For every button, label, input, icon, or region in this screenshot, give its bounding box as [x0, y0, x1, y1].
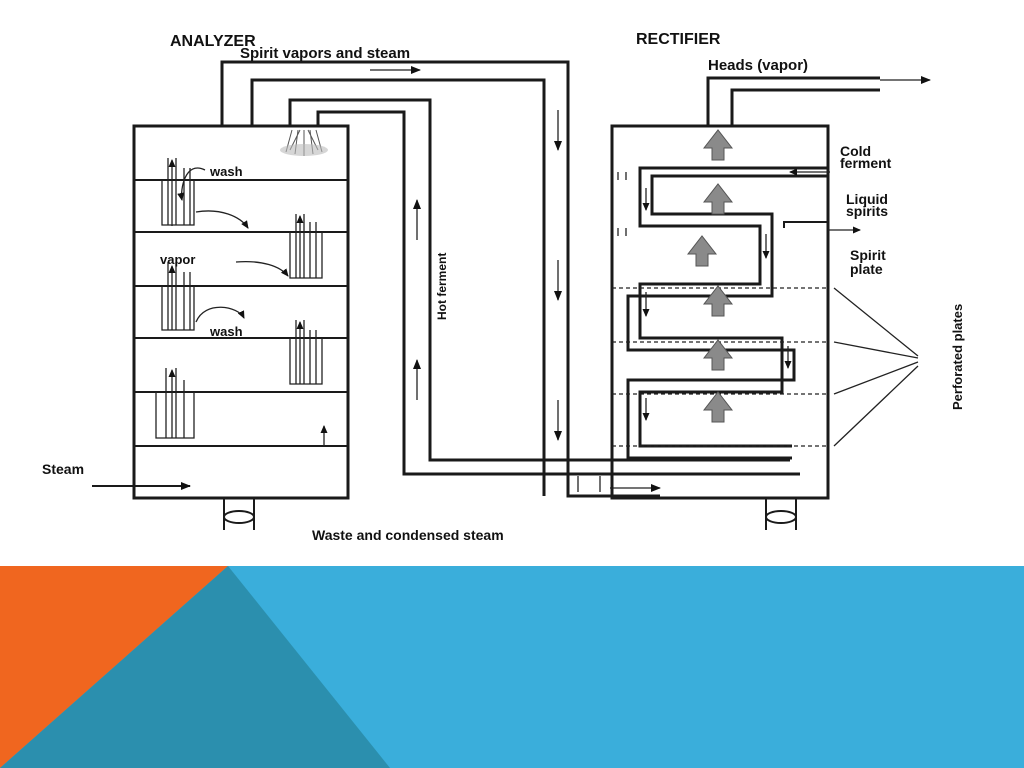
spirit-plate-label-1: Spirit — [850, 247, 886, 263]
steam-label: Steam — [42, 461, 84, 477]
analyzer-label: ANALYZER — [170, 33, 256, 50]
cold-ferment-label-1: Cold — [840, 143, 871, 159]
heads-label: Heads (vapor) — [708, 57, 808, 74]
liquid-spirits-label-1: Liquid — [846, 191, 888, 207]
wash-label-bottom: wash — [209, 324, 243, 339]
pipes — [220, 60, 800, 498]
spirit-plate-label-2: plate — [850, 261, 883, 277]
analyzer-risers — [155, 158, 323, 439]
vapor-label: vapor — [160, 252, 195, 267]
analyzer-column — [132, 124, 350, 530]
spirit-vapors-label: Spirit vapors and steam — [240, 45, 410, 62]
rectifier-column — [610, 76, 931, 530]
waste-label: Waste and condensed steam — [312, 527, 504, 543]
spray-nozzle-icon — [280, 129, 328, 156]
vapor-up-arrows — [686, 129, 734, 423]
hot-ferment-label: Hot ferment — [435, 253, 449, 320]
footer-teal-triangle — [0, 566, 390, 768]
footer-decoration — [0, 566, 1024, 768]
liquid-spirits-label-2: spirits — [846, 203, 888, 219]
cold-ferment-label-2: ferment — [840, 155, 892, 171]
rectifier-label: RECTIFIER — [636, 31, 721, 48]
perforated-plates-label: Perforated plates — [950, 304, 965, 410]
wash-label-top: wash — [209, 164, 243, 179]
